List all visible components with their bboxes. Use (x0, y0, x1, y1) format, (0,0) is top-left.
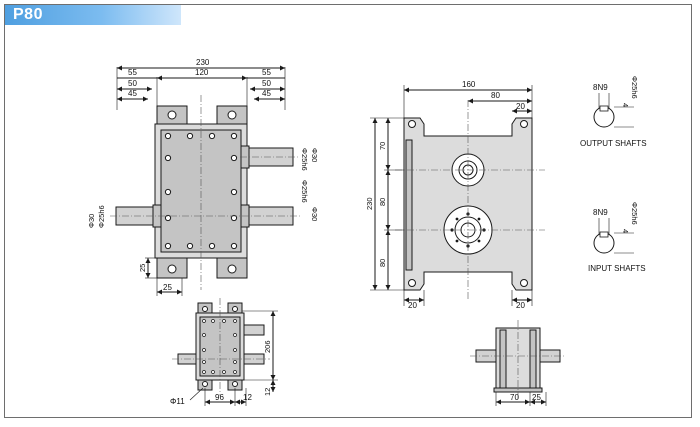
dim-plan-margin: 12 (263, 388, 272, 396)
cover-bolts (164, 132, 238, 250)
dim-plan-height: 206 (263, 340, 272, 353)
input-key: 8N9 (593, 208, 608, 217)
dim-right-45: 45 (262, 89, 271, 98)
drawing-frame (4, 4, 692, 418)
dim-right-55: 55 (262, 68, 271, 77)
dim-foot-width: 25 (163, 283, 172, 292)
dim-side-flange: 20 (516, 102, 525, 111)
output-dia: Φ25h6 (630, 76, 639, 99)
output-shafts-label: OUTPUT SHAFTS (580, 139, 647, 148)
dim-left-55: 55 (128, 68, 137, 77)
dim-shaft-right-upper-dia: Φ25h6 (300, 148, 309, 171)
dim-plan-width: 96 (215, 393, 224, 402)
dim-side-half: 80 (491, 91, 500, 100)
side-view: 160 80 20 230 70 80 80 20 20 (365, 80, 545, 310)
input-shaft-detail: 8N9 Φ25h6 4 INPUT SHAFTS (588, 202, 646, 273)
dim-inner: 120 (195, 68, 209, 77)
dim-side-lower: 80 (378, 259, 387, 267)
input-depth: 4 (621, 229, 630, 233)
output-shaft-detail: 8N9 Φ25h6 4 OUTPUT SHAFTS (580, 76, 647, 148)
top-view: 230 120 55 50 45 55 50 45 Φ25h6 Φ30 Φ25h… (87, 58, 319, 296)
small-plan-view: 206 12 96 12 Φ11 (170, 298, 278, 406)
dim-shaft-right-lower-dia: Φ25h6 (300, 180, 309, 203)
dim-side-foot-right: 20 (516, 301, 525, 310)
title-bar: P80 (5, 5, 181, 25)
dim-shaft-right-upper-len: Φ30 (310, 148, 319, 162)
dim-foot-height: 25 (138, 264, 147, 272)
dim-front-a: 70 (510, 393, 519, 402)
dim-side-total-height: 230 (365, 197, 374, 210)
dim-shaft-left-len: Φ30 (87, 214, 96, 228)
output-depth: 4 (621, 103, 630, 107)
model-title: P80 (13, 6, 43, 23)
dim-shaft-right-lower-len: Φ30 (310, 207, 319, 221)
dim-side-foot-left: 20 (408, 301, 417, 310)
dim-left-45: 45 (128, 89, 137, 98)
dim-front-b: 25 (532, 393, 541, 402)
dim-overall: 230 (196, 58, 210, 67)
dim-shaft-left-dia: Φ25h6 (97, 205, 106, 228)
dim-plan-hole: Φ11 (170, 397, 185, 406)
input-shafts-label: INPUT SHAFTS (588, 264, 646, 273)
dim-left-50: 50 (128, 79, 137, 88)
dim-side-upper: 70 (378, 142, 387, 150)
side-housing (403, 117, 533, 291)
dim-plan-edge: 12 (243, 393, 252, 402)
output-key: 8N9 (593, 83, 608, 92)
dim-side-width: 160 (462, 80, 476, 89)
small-front-view: 70 25 (470, 320, 566, 406)
dim-right-50: 50 (262, 79, 271, 88)
input-dia: Φ25h6 (630, 202, 639, 225)
dim-side-middle: 80 (378, 198, 387, 206)
